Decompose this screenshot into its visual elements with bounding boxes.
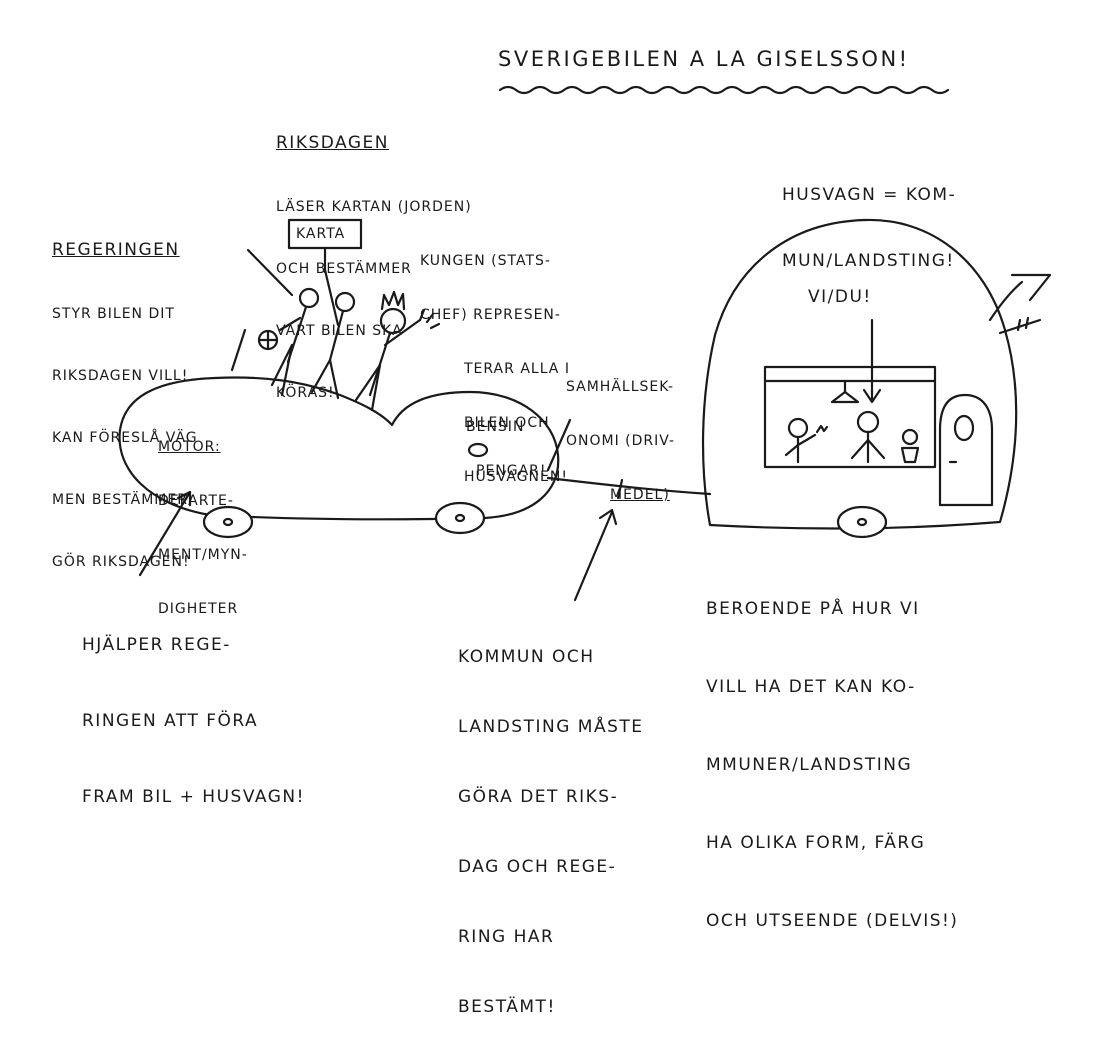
beroende-line: OCH UTSEENDE (DELVIS!): [706, 911, 959, 931]
riksdagen-note: RIKSDAGEN LÄSER KARTAN (JORDEN) OCH BEST…: [276, 88, 472, 424]
motor-line: DEPARTE-: [158, 493, 234, 509]
kungen-line: KUNGEN (STATS-: [420, 253, 551, 269]
regeringen-line: MEN BESTÄMMER: [52, 492, 188, 508]
tow-joint: [616, 478, 624, 500]
riksdagen-line: LÄSER KARTAN (JORDEN): [276, 199, 472, 215]
caravan-wheel: [836, 505, 888, 539]
motor-arrow: [138, 490, 192, 577]
riksdagen-line: OCH BESTÄMMER: [276, 261, 412, 277]
kommun-line: KOMMUN OCH: [458, 647, 595, 667]
kommun-line: DAG OCH REGE-: [458, 857, 617, 877]
karta-sign: [287, 218, 363, 274]
steering-wheel-icon: [257, 329, 279, 351]
regeringen-note: REGERINGEN STYR BILEN DIT RIKSDAGEN VILL…: [52, 195, 198, 593]
beroende-line: BEROENDE PÅ HUR VI: [706, 599, 920, 619]
regeringen-line: GÖR RIKSDAGEN!: [52, 554, 190, 570]
title-wavy-underline: [498, 85, 950, 95]
car-wheel-front: [202, 505, 254, 539]
motor-line: MENT/MYN-: [158, 547, 248, 563]
regeringen-figure: [230, 287, 320, 397]
hjalper-line: HJÄLPER REGE-: [82, 635, 231, 655]
riksdagen-heading: RIKSDAGEN: [276, 133, 390, 153]
regeringen-heading: REGERINGEN: [52, 240, 180, 260]
hjalper-line: RINGEN ATT FÖRA: [82, 711, 259, 731]
caravan-window: [763, 365, 937, 469]
regeringen-line: KAN FÖRESLÅ VÄG: [52, 430, 198, 446]
samhallsekonomi-note: SAMHÄLLSEK- ONOMI (DRIV- MEDEL): [566, 342, 675, 522]
husvagn-line: MUN/LANDSTING!: [782, 251, 955, 271]
kungen-line: BILEN OCH: [464, 415, 550, 431]
kommun-line: LANDSTING MÅSTE: [458, 717, 644, 737]
lamp-icon: [830, 379, 860, 404]
beroende-line: VILL HA DET KAN KO-: [706, 677, 916, 697]
motor-heading: MOTOR:: [158, 439, 221, 455]
kommun-line: GÖRA DET RIKS-: [458, 787, 619, 807]
kommun-note: KOMMUN OCH LANDSTING MÅSTE GÖRA DET RIKS…: [458, 600, 644, 1042]
kungen-note: KUNGEN (STATS- CHEF) REPRESEN- TERAR ALL…: [420, 216, 570, 504]
caravan-door: [938, 393, 994, 507]
riksdagen-line: VART BILEN SKA: [276, 323, 403, 339]
kommun-line: RING HAR: [458, 927, 555, 947]
page-title: SVERIGEBILEN A LA GISELSSON!: [498, 47, 910, 71]
flower-pot-icon: [900, 428, 920, 464]
bensin-bottom-label: PENGAR!: [476, 463, 547, 479]
roof-arrow: [988, 273, 1052, 335]
bensin-top-label: BENSIN: [466, 419, 525, 435]
motor-line: DIGHETER: [158, 601, 239, 617]
caravan-body: [701, 218, 1018, 530]
regeringen-arrow: [246, 248, 294, 297]
kommun-arrow: [573, 510, 614, 602]
husvagn-note: HUSVAGN = KOM- MUN/LANDSTING!: [782, 140, 956, 294]
beroende-line: MMUNER/LANDSTING: [706, 755, 913, 775]
kungen-line: HUSVAGNEN!: [464, 469, 568, 485]
kungen-line: CHEF) REPRESEN-: [420, 307, 561, 323]
tow-bar: [546, 476, 712, 496]
riksdagen-figure: [310, 268, 356, 400]
motor-note: MOTOR: DEPARTE- MENT/MYN- DIGHETER: [158, 402, 248, 636]
samhall-line: SAMHÄLLSEK-: [566, 379, 675, 395]
vi-du-arrow: [862, 318, 882, 404]
kungen-figure: [354, 290, 441, 412]
kommun-line: BESTÄMT!: [458, 997, 556, 1017]
caravan-person-center: [850, 410, 886, 464]
vi-du-label: VI/DU!: [808, 287, 872, 307]
regeringen-line: RIKSDAGEN VILL!: [52, 368, 189, 384]
hjalper-line: FRAM BIL + HUSVAGN!: [82, 787, 305, 807]
husvagn-line: HUSVAGN = KOM-: [782, 185, 957, 205]
fuel-tank-icon: [467, 442, 489, 458]
sketch-canvas: [118, 85, 1052, 602]
samhall-line: MEDEL): [610, 487, 670, 503]
caravan-person-left: [784, 417, 829, 464]
beroende-note: BEROENDE PÅ HUR VI VILL HA DET KAN KO- M…: [706, 548, 958, 960]
karta-sign-label: KARTA: [296, 226, 346, 242]
car-wheel-rear: [434, 501, 486, 535]
beroende-line: HA OLIKA FORM, FÄRG: [706, 833, 926, 853]
regeringen-line: STYR BILEN DIT: [52, 306, 175, 322]
riksdagen-line: KÖRAS!: [276, 385, 335, 401]
samhall-arrow: [546, 418, 572, 472]
kungen-line: TERAR ALLA I: [464, 361, 570, 377]
hjalper-note: HJÄLPER REGE- RINGEN ATT FÖRA FRAM BIL +…: [82, 585, 305, 835]
samhall-line: ONOMI (DRIV-: [566, 433, 676, 449]
